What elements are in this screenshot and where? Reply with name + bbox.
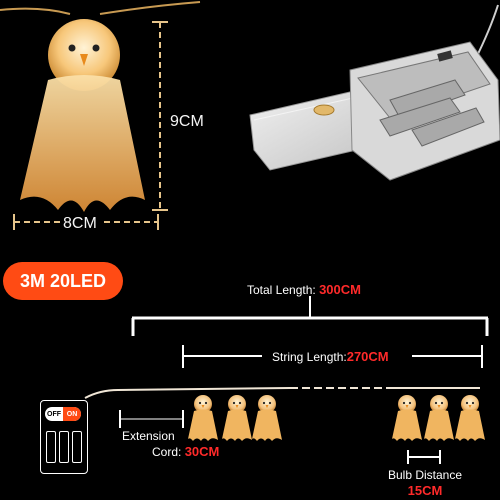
height-label: 9CM	[168, 113, 206, 131]
extension-cord-label: Extension Cord: 30CM	[122, 428, 219, 460]
ghost-dimension-diagram	[0, 1, 201, 230]
total-length-label: Total Length: 300CM	[247, 282, 361, 297]
battery-box-graphic: OFF ON	[40, 400, 88, 474]
switch-on-label: ON	[63, 407, 81, 421]
bulb-distance-value: 15CM	[407, 483, 443, 498]
extension-cord-value: 30CM	[184, 444, 220, 459]
bulb-distance-label: Bulb Distance 15CM	[384, 467, 466, 499]
switch-off-label: OFF	[47, 410, 61, 418]
bulb-distance-text: Bulb Distance	[387, 468, 463, 482]
led-count-badge: 3M 20LED	[3, 262, 123, 300]
battery-slot	[46, 431, 56, 463]
total-length-value: 300CM	[319, 282, 361, 297]
width-label: 8CM	[60, 215, 100, 233]
total-length-text: Total Length:	[247, 283, 320, 297]
string-length-text: String Length:	[272, 350, 347, 364]
battery-box-icon	[249, 4, 500, 181]
extension-cord-text: Cord:	[152, 445, 185, 459]
battery-slot	[72, 431, 82, 463]
battery-slot	[59, 431, 69, 463]
string-length-value: 270CM	[346, 349, 389, 364]
string-length-label: String Length:270CM	[270, 349, 391, 364]
extension-cord-line1: Extension	[122, 429, 175, 443]
on-off-switch: OFF ON	[45, 407, 81, 421]
switch-icon	[437, 50, 453, 62]
